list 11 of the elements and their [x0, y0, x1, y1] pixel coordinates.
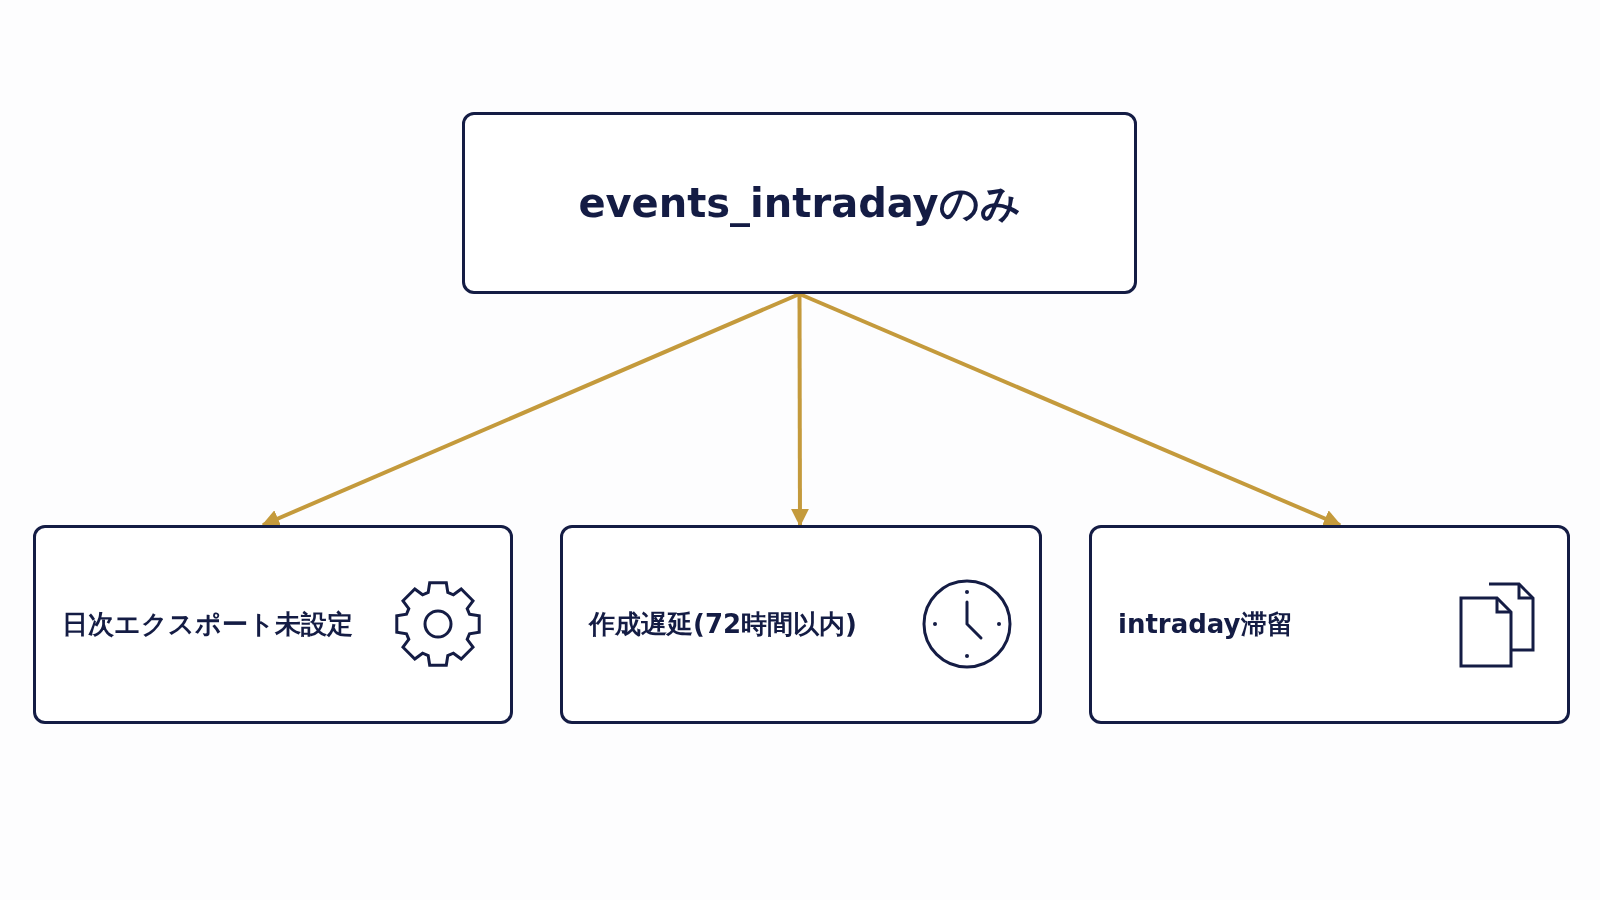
node-label: intraday滞留: [1118, 608, 1293, 641]
node-label: 作成遅延(72時間以内): [589, 608, 857, 641]
process-box: [462, 112, 1137, 294]
arrow: [798, 292, 1342, 527]
process-box: [560, 525, 1042, 724]
node-label: events_intradayのみ: [578, 178, 1021, 229]
arrow: [790, 294, 809, 527]
process-box: [1089, 525, 1570, 724]
arrow: [261, 292, 801, 527]
node-label: 日次エクスポート未設定: [62, 608, 353, 641]
process-box: [33, 525, 513, 724]
